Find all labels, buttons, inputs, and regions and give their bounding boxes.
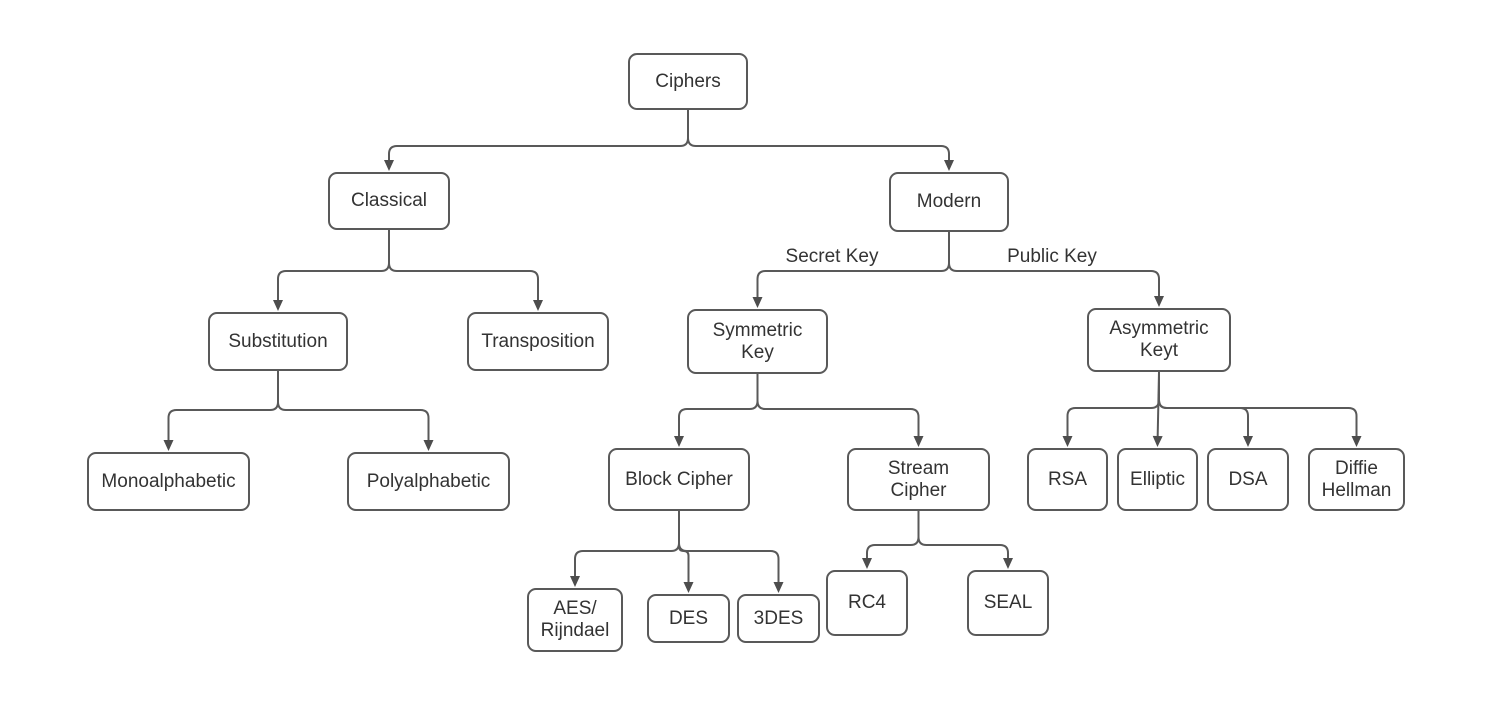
node-classical-label: Classical <box>350 190 428 212</box>
node-substitution[interactable]: Substitution <box>208 312 348 371</box>
node-ciphers[interactable]: Ciphers <box>628 53 748 110</box>
node-polyalphabetic-label: Polyalphabetic <box>366 470 491 492</box>
node-rsa-label: RSA <box>1047 468 1088 490</box>
node-dsa-label: DSA <box>1228 468 1268 490</box>
node-seal[interactable]: SEAL <box>967 570 1049 636</box>
connector-modern-symmetric_key <box>752 232 950 308</box>
connector-classical-substitution <box>273 230 390 311</box>
connector-stream_cipher-rc4 <box>862 511 920 569</box>
node-3des[interactable]: 3DES <box>737 594 820 643</box>
node-asymmetric-keyt[interactable]: Asymmetric Keyt <box>1087 308 1231 372</box>
node-modern[interactable]: Modern <box>889 172 1009 232</box>
node-monoalphabetic-label: Monoalphabetic <box>101 470 236 492</box>
node-diffie-hellman-label: Diffie Hellman <box>1321 457 1392 501</box>
node-rc4[interactable]: RC4 <box>826 570 908 636</box>
node-symmetric-key[interactable]: Symmetric Key <box>687 309 828 374</box>
connector-asymmetric_keyt-rsa <box>1062 372 1160 447</box>
node-asymmetric-keyt-label: Asymmetric Keyt <box>1109 318 1209 361</box>
node-modern-label: Modern <box>916 191 982 213</box>
node-3des-label: 3DES <box>753 607 804 629</box>
node-classical[interactable]: Classical <box>328 172 450 230</box>
node-aes-rijndael[interactable]: AES/ Rijndael <box>527 588 623 652</box>
node-rc4-label: RC4 <box>847 592 886 614</box>
node-transposition-label: Transposition <box>481 330 595 352</box>
connector-ciphers-modern <box>687 110 954 171</box>
node-elliptic[interactable]: Elliptic <box>1117 448 1198 511</box>
node-rsa[interactable]: RSA <box>1027 448 1108 511</box>
node-diffie-hellman[interactable]: Diffie Hellman <box>1308 448 1405 511</box>
connector-stream_cipher-seal <box>917 511 1013 569</box>
connector-substitution-polyalphabetic <box>277 371 434 451</box>
connector-ciphers-classical <box>384 110 689 171</box>
node-des[interactable]: DES <box>647 594 730 643</box>
connector-symmetric_key-block_cipher <box>674 374 759 447</box>
node-symmetric-key-label: Symmetric Key <box>712 319 803 363</box>
node-substitution-label: Substitution <box>228 330 328 352</box>
connector-symmetric_key-stream_cipher <box>756 374 924 447</box>
node-polyalphabetic[interactable]: Polyalphabetic <box>347 452 510 511</box>
node-transposition[interactable]: Transposition <box>467 312 609 371</box>
connector-classical-transposition <box>388 230 543 311</box>
node-elliptic-label: Elliptic <box>1130 468 1185 490</box>
node-seal-label: SEAL <box>983 592 1033 614</box>
node-aes-rijndael-label: AES/ Rijndael <box>540 598 610 641</box>
connector-asymmetric_keyt-diffie_hellman <box>1158 372 1362 447</box>
node-ciphers-label: Ciphers <box>655 70 721 92</box>
node-stream-cipher-label: Stream Cipher <box>887 457 950 501</box>
node-dsa[interactable]: DSA <box>1207 448 1289 511</box>
node-monoalphabetic[interactable]: Monoalphabetic <box>87 452 250 511</box>
connector-block_cipher-aes_rijndael <box>570 511 680 587</box>
connector-block_cipher-tdes <box>678 511 784 593</box>
edge-label-secret-key[interactable]: Secret Key <box>772 246 892 268</box>
node-block-cipher-label: Block Cipher <box>625 468 733 490</box>
connector-substitution-monoalphabetic <box>163 371 279 451</box>
edge-label-public-key[interactable]: Public Key <box>992 246 1112 268</box>
node-block-cipher[interactable]: Block Cipher <box>608 448 750 511</box>
node-stream-cipher[interactable]: Stream Cipher <box>847 448 990 511</box>
connector-modern-asymmetric_keyt <box>948 232 1164 307</box>
node-des-label: DES <box>668 607 709 629</box>
